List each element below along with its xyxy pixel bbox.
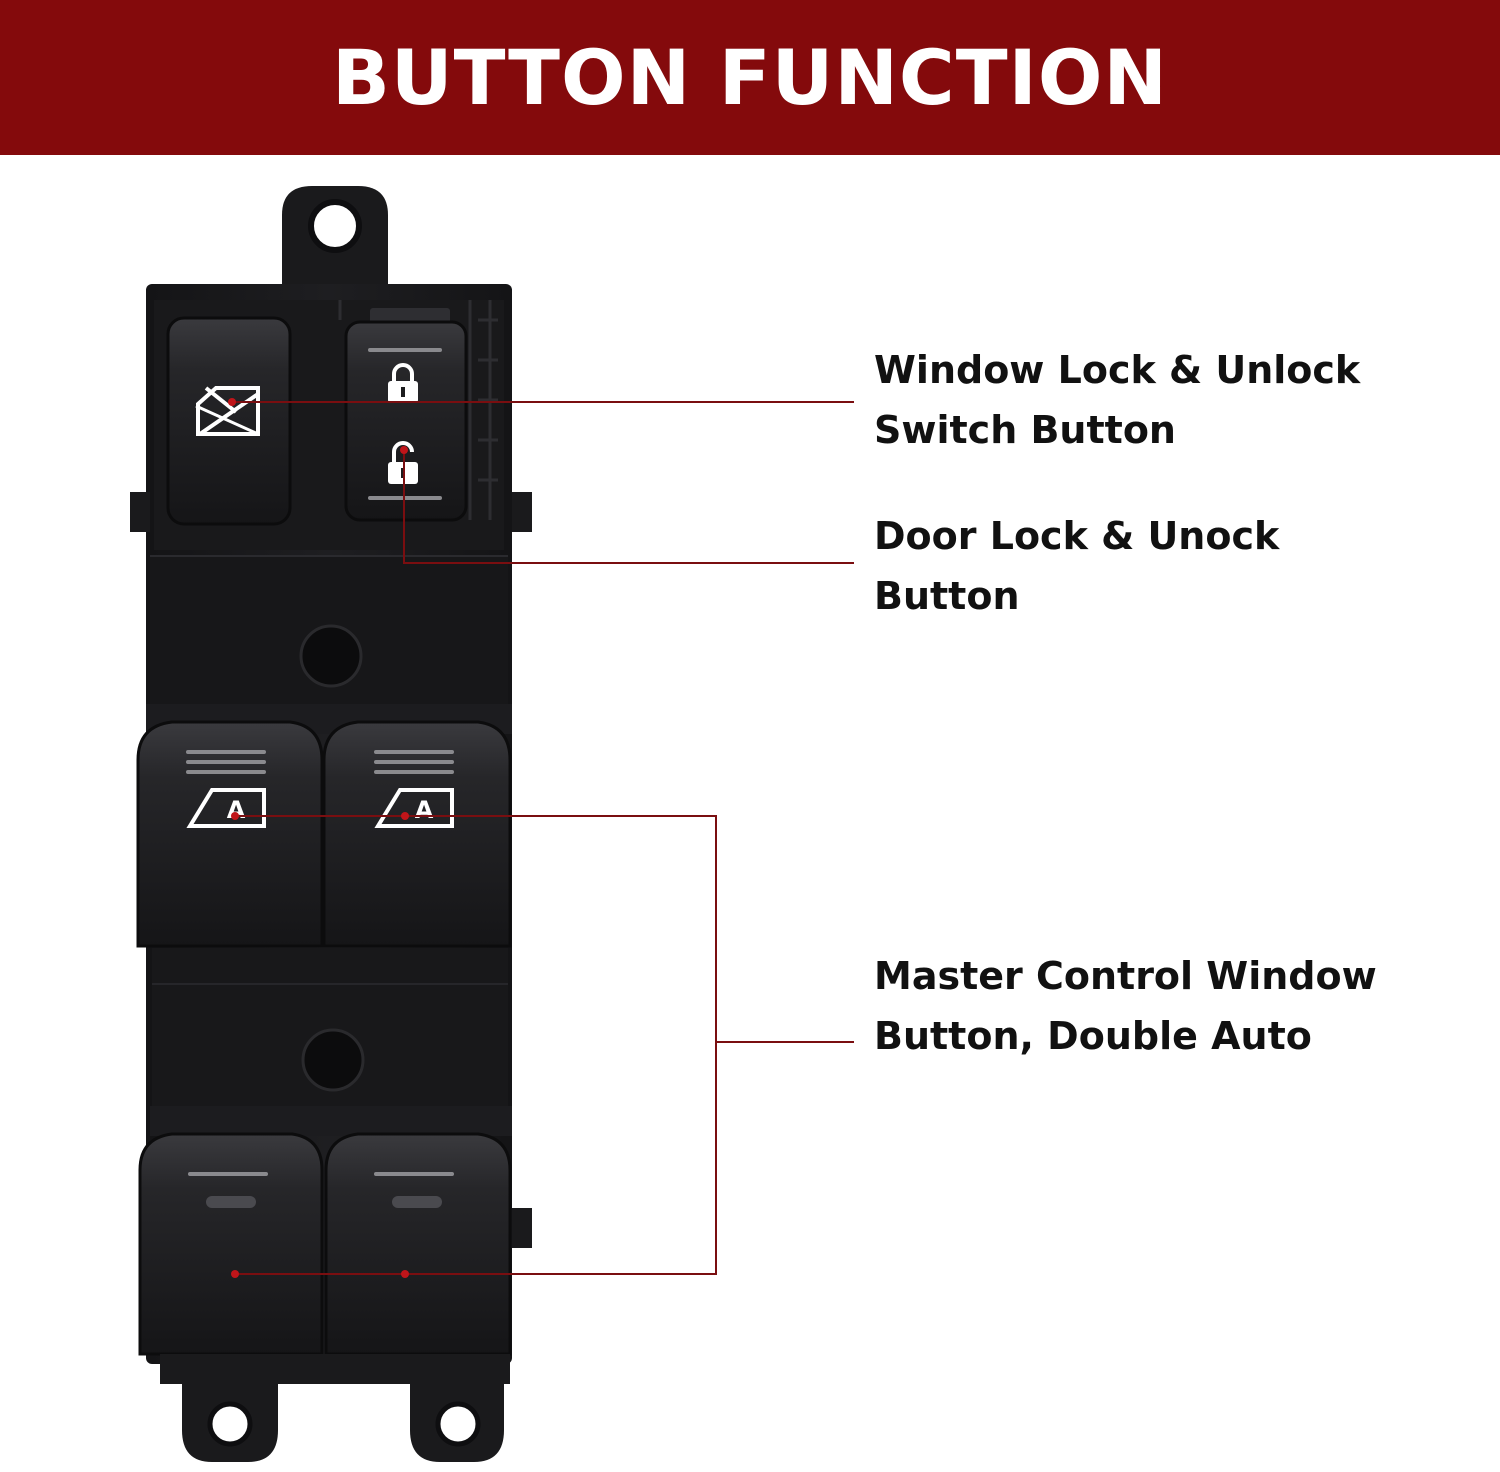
leader-lines xyxy=(232,401,854,1275)
screw-hole-lower xyxy=(301,1028,365,1092)
callout-line: Button xyxy=(874,574,1020,618)
master-window-callout: Master Control Window Button, Double Aut… xyxy=(874,946,1377,1066)
callout-line: Door Lock & Unock xyxy=(874,514,1280,558)
callout-line: Window Lock & Unlock xyxy=(874,348,1361,392)
driver-window-switch[interactable]: A xyxy=(136,720,324,948)
rear-right-window-switch[interactable] xyxy=(324,1132,512,1356)
passenger-window-switch[interactable]: A xyxy=(322,720,512,948)
header-banner: BUTTON FUNCTION xyxy=(0,0,1500,155)
auto-label: A xyxy=(415,796,434,824)
power-window-switch-illustration: A A xyxy=(130,186,854,1462)
padlock-locked-icon xyxy=(388,363,418,403)
screw-hole-upper xyxy=(299,624,363,688)
bottom-mounting-tab-right xyxy=(410,1384,504,1462)
window-lock-button[interactable] xyxy=(166,316,292,526)
top-mounting-tab xyxy=(282,186,388,290)
door-lock-callout: Door Lock & Unock Button xyxy=(874,506,1279,626)
window-lock-callout: Window Lock & Unlock Switch Button xyxy=(874,340,1360,460)
window-lock-icon xyxy=(195,386,260,436)
callout-line: Master Control Window xyxy=(874,954,1377,998)
rear-left-window-switch[interactable] xyxy=(138,1132,324,1356)
bottom-mounting-tab-left xyxy=(182,1384,278,1462)
door-lock-button[interactable] xyxy=(344,320,468,522)
leader-dots xyxy=(228,398,409,1278)
callout-line: Switch Button xyxy=(874,408,1176,452)
page-title: BUTTON FUNCTION xyxy=(331,32,1169,122)
callout-line: Button, Double Auto xyxy=(874,1014,1312,1058)
